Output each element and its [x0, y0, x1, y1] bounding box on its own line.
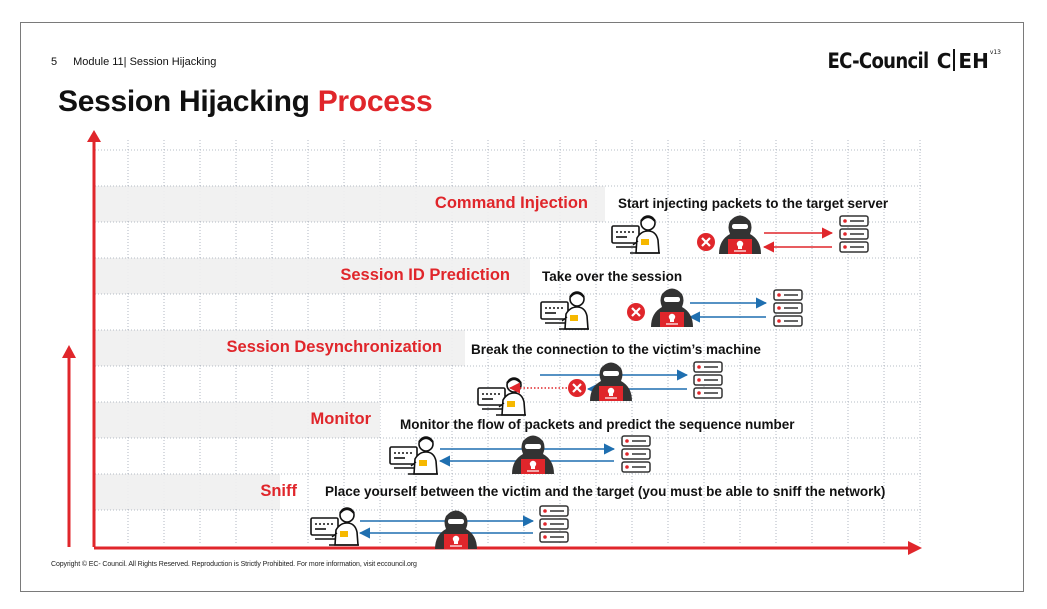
title-part-2: Process	[317, 85, 433, 118]
server-icon	[693, 361, 723, 399]
progress-arrow-up-icon	[62, 345, 76, 547]
server-icon	[621, 435, 651, 473]
title-part-1: Session Hijacking	[58, 85, 310, 118]
server-icon	[539, 505, 569, 543]
step-description-session-id-prediction: Take over the session	[542, 269, 682, 284]
band-cover-command-injection	[95, 187, 605, 221]
page-title: Session Hijacking Process	[58, 85, 433, 119]
server-icon	[773, 289, 803, 327]
step-description-sniff: Place yourself between the victim and th…	[325, 484, 885, 499]
band-cover-sniff	[95, 475, 280, 509]
slide-number: 5	[51, 56, 58, 68]
blocked-x-icon	[566, 377, 588, 399]
step-sniff: Sniff Place yourself between the victim a…	[260, 482, 885, 550]
slide-header: 5 Module 11| Session Hijacking	[51, 56, 216, 68]
server-icon	[839, 215, 869, 253]
logo-ceh-c: C	[936, 49, 952, 73]
band-gap-command-injection	[95, 222, 921, 258]
step-session-id-prediction: Session ID Prediction Take over the sessi…	[340, 266, 803, 331]
step-label-session-id-prediction: Session ID Prediction	[340, 266, 510, 284]
victim-computer-user-icon	[610, 214, 662, 255]
logo-divider	[953, 49, 956, 71]
band-cover-session-desynchronization	[95, 331, 465, 365]
logo-ec-council-text: EC-Council	[827, 49, 930, 73]
process-steps: Sniff Place yourself between the victim a…	[227, 194, 889, 550]
step-description-session-desynchronization: Break the connection to the victim’s mac…	[471, 342, 761, 357]
step-label-session-desynchronization: Session Desynchronization	[227, 338, 442, 356]
logo-ceh-version: v13	[989, 49, 1001, 56]
step-description-command-injection: Start injecting packets to the target se…	[618, 196, 889, 211]
background-grid	[95, 140, 921, 545]
step-monitor: Monitor Monitor the flow of packets and p…	[311, 410, 795, 476]
band-gap-monitor	[95, 438, 921, 474]
blocked-x-icon	[625, 301, 647, 323]
copyright-footer: Copyright © EC- Council. All Rights Rese…	[51, 561, 417, 568]
step-session-desynchronization: Session Desynchronization Break the conne…	[227, 338, 761, 417]
band-cover-session-id-prediction	[95, 259, 530, 293]
step-command-injection: Command Injection Start injecting packets…	[435, 194, 889, 255]
step-label-command-injection: Command Injection	[435, 194, 588, 212]
band-gap-sniff	[95, 510, 921, 546]
blocked-x-icon	[695, 231, 717, 253]
ec-council-logo: EC-Council C EH v13	[811, 49, 1001, 73]
horizontal-axis-arrow	[94, 541, 922, 555]
vertical-axis-arrow	[87, 130, 101, 547]
module-label: Module 11| Session Hijacking	[73, 56, 217, 68]
step-description-monitor: Monitor the flow of packets and predict …	[400, 417, 795, 432]
logo-ceh-eh: EH	[958, 49, 989, 73]
step-label-monitor: Monitor	[311, 410, 372, 428]
band-cover-monitor	[95, 403, 380, 437]
step-label-sniff: Sniff	[260, 482, 297, 500]
logo-ceh: C EH v13	[937, 49, 1001, 73]
